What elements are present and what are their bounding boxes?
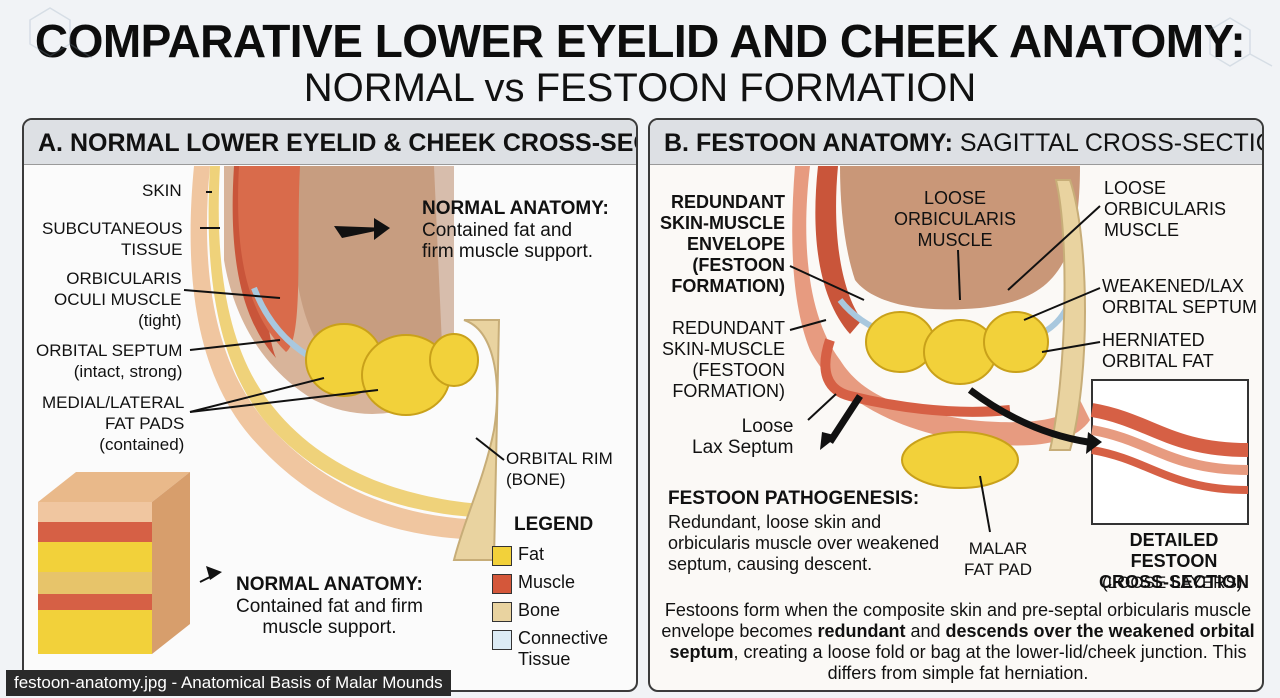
label-septum: ORBITAL SEPTUM (intact, strong)	[36, 341, 183, 381]
label-orbital-rim: ORBITAL RIM (BONE)	[506, 449, 613, 489]
label-loose-orbicularis-right: LOOSE ORBICULARIS MUSCLE	[1104, 178, 1227, 240]
normal-anatomy-title-2: NORMAL ANATOMY:	[236, 574, 423, 595]
panel-a-heading: A. NORMAL LOWER EYELID & CHEEK CROSS-SEC…	[38, 129, 636, 157]
label-malar-fat-pad: MALAR FAT PAD	[964, 539, 1033, 579]
legend-swatch-fat	[492, 546, 512, 566]
image-caption: festoon-anatomy.jpg - Anatomical Basis o…	[6, 670, 451, 696]
panel-festoon-anatomy: B. FESTOON ANATOMY: SAGITTAL CROSS-SECTI…	[648, 118, 1264, 692]
label-detail-sub: (LOOSE LAYERS)	[1102, 573, 1243, 592]
main-subtitle: NORMAL vs FESTOON FORMATION	[303, 66, 977, 110]
legend-label-connective: Connective Tissue	[518, 628, 609, 669]
festoon-cross-section-illustration	[789, 166, 1249, 533]
label-loose-orbicularis-center: LOOSE ORBICULARIS MUSCLE	[894, 188, 1017, 250]
label-skin: SKIN	[142, 181, 182, 200]
label-herniated-fat: HERNIATED ORBITAL FAT	[1102, 330, 1214, 371]
legend-label-fat: Fat	[518, 544, 545, 564]
main-title: COMPARATIVE LOWER EYELID AND CHEEK ANATO…	[34, 15, 1246, 67]
normal-anatomy-desc: Contained fat and firm muscle support.	[422, 220, 594, 262]
panel-b-heading-rest: SAGITTAL CROSS-SECTION	[952, 129, 1264, 157]
paragraph-text-3: , creating a loose fold or bag at the lo…	[733, 642, 1247, 683]
paragraph-text-2: and	[905, 621, 946, 641]
panel-a-header: A. NORMAL LOWER EYELID & CHEEK CROSS-SEC…	[24, 120, 636, 165]
label-subcutaneous: SUBCUTANEOUS TISSUE	[42, 219, 183, 259]
legend-label-bone: Bone	[518, 600, 561, 620]
legend-label-muscle: Muscle	[518, 572, 576, 592]
legend-swatch-muscle	[492, 574, 512, 594]
pathogenesis-title: FESTOON PATHOGENESIS:	[668, 488, 920, 509]
panel-b-heading: B. FESTOON ANATOMY: SAGITTAL CROSS-SECTI…	[664, 129, 1264, 158]
legend-swatch-connective	[492, 630, 512, 650]
label-loose-lax-septum: Loose Lax Septum	[692, 416, 794, 458]
label-fat-pads: MEDIAL/LATERAL FAT PADS (contained)	[42, 393, 185, 454]
label-weakened-septum: WEAKENED/LAX ORBITAL SEPTUM	[1102, 276, 1258, 317]
label-redundant-envelope: REDUNDANT SKIN-MUSCLE ENVELOPE (FESTOON …	[660, 192, 785, 296]
paragraph-bold-1: redundant	[817, 621, 906, 641]
legend-title: LEGEND	[514, 514, 594, 535]
paragraph-bold-2: descends over the weakened orbital septu…	[669, 621, 1255, 662]
paragraph-text-1: Festoons form when the composite skin an…	[661, 600, 1252, 641]
label-orbicularis: ORBICULARIS OCULI MUSCLE (tight)	[54, 269, 182, 330]
normal-anatomy-desc-2: Contained fat and firm muscle support.	[236, 596, 423, 638]
molecule-decoration	[29, 7, 1273, 67]
panel-normal-anatomy: A. NORMAL LOWER EYELID & CHEEK CROSS-SEC…	[22, 118, 638, 692]
label-detail-title: DETAILED FESTOON CROSS-SECTION	[1098, 530, 1249, 592]
normal-cross-section-illustration	[38, 166, 505, 654]
festoon-explanation-paragraph: Festoons form when the composite skin an…	[660, 600, 1256, 684]
label-redundant-skin-muscle: REDUNDANT SKIN-MUSCLE (FESTOON FORMATION…	[662, 318, 786, 401]
panel-b-heading-bold: B. FESTOON ANATOMY:	[664, 129, 953, 157]
pathogenesis-desc: Redundant, loose skin and orbicularis mu…	[668, 512, 940, 574]
legend-swatch-bone	[492, 602, 512, 622]
normal-anatomy-title: NORMAL ANATOMY:	[422, 198, 609, 219]
panel-b-header: B. FESTOON ANATOMY: SAGITTAL CROSS-SECTI…	[650, 120, 1262, 165]
